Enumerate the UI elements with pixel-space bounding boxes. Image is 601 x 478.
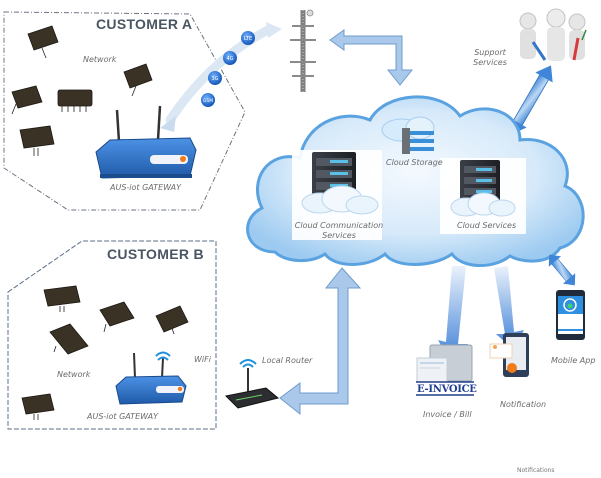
- sensor-icon: [19, 125, 55, 156]
- badge-4g: 4G: [223, 51, 237, 65]
- sensor-icon: [21, 393, 55, 420]
- customer-b-gateway-icon: [115, 351, 187, 405]
- sensor-icon: [49, 323, 89, 355]
- sensor-icon: [99, 301, 135, 333]
- customer-b-gateway-label: AUS-iot GATEWAY: [87, 412, 158, 421]
- customer-b-boundary: [7, 240, 217, 430]
- badge-gsm: GSM: [201, 93, 215, 107]
- cloud-communication-label: Cloud Communication Services: [292, 221, 386, 241]
- sensor-icon: [123, 63, 153, 97]
- invoice-icon: [416, 344, 474, 396]
- cloud-communication-line2: Services: [322, 231, 356, 240]
- e-invoice-badge: E-INVOICE: [417, 384, 477, 395]
- router-cloud-arrow: [279, 267, 362, 416]
- cellular-arrowhead-gateway: [160, 116, 176, 132]
- sensor-icon: [11, 85, 43, 115]
- customer-a-title: CUSTOMER A: [96, 16, 193, 32]
- badge-gsm-text: GSM: [203, 98, 213, 104]
- support-services-line1: Support: [474, 48, 506, 57]
- support-services-label: Support Services: [470, 48, 510, 68]
- cloud-invoice-arrow: [438, 266, 468, 362]
- customer-b-title: CUSTOMER B: [107, 246, 204, 262]
- cell-tower-icon: [290, 9, 316, 92]
- notification-label: Notification: [500, 400, 547, 409]
- sensor-icon: [57, 89, 93, 112]
- customer-a-gateway-label: AUS-iot GATEWAY: [110, 183, 181, 192]
- customer-b-sensors: [21, 285, 189, 420]
- badge-3g-text: 3G: [211, 76, 218, 82]
- mobile-app-label: Mobile App: [551, 356, 596, 365]
- support-team-icon: [519, 8, 587, 61]
- sensor-icon: [27, 25, 59, 59]
- badge-3g: 3G: [208, 71, 222, 85]
- badge-lte-text: LTE: [244, 36, 252, 42]
- notification-phone-icon: [489, 333, 529, 377]
- cellular-arrowhead-tower: [266, 22, 282, 38]
- cloud-notification-arrow: [494, 266, 524, 350]
- badge-lte: LTE: [241, 31, 255, 45]
- support-services-line2: Services: [473, 58, 507, 67]
- customer-b-wifi-label: WiFi: [194, 355, 211, 364]
- cellular-link-arrow: [165, 25, 273, 125]
- local-router-icon: [224, 359, 280, 409]
- cloud-services-label: Cloud Services: [457, 221, 517, 230]
- cloud-services-server-icon: [450, 160, 516, 217]
- cloud-mobile-arrow: [548, 254, 576, 286]
- customer-a-network-label: Network: [83, 55, 117, 64]
- sensor-icon: [43, 285, 81, 312]
- customer-a-boundary: [3, 11, 246, 211]
- mobile-app-phone-icon: [556, 290, 585, 340]
- cloud-communication-line1: Cloud Communication: [294, 221, 384, 230]
- customer-b-network-label: Network: [57, 370, 91, 379]
- cloud-storage-label: Cloud Storage: [386, 158, 443, 167]
- customer-a-gateway-icon: [95, 105, 197, 179]
- tower-cloud-arrow: [329, 29, 414, 86]
- badge-4g-text: 4G: [226, 56, 233, 62]
- local-router-label: Local Router: [262, 356, 313, 365]
- cloud-storage-icon: [381, 116, 435, 154]
- customer-a-sensors: [11, 25, 153, 156]
- cloud-comm-server-icon: [301, 152, 379, 215]
- footer-notifications-note: Notifications: [517, 467, 555, 474]
- cellular-badges: LTE 4G 3G GSM: [201, 31, 255, 107]
- invoice-label: Invoice / Bill: [423, 410, 472, 419]
- sensor-icon: [155, 305, 189, 335]
